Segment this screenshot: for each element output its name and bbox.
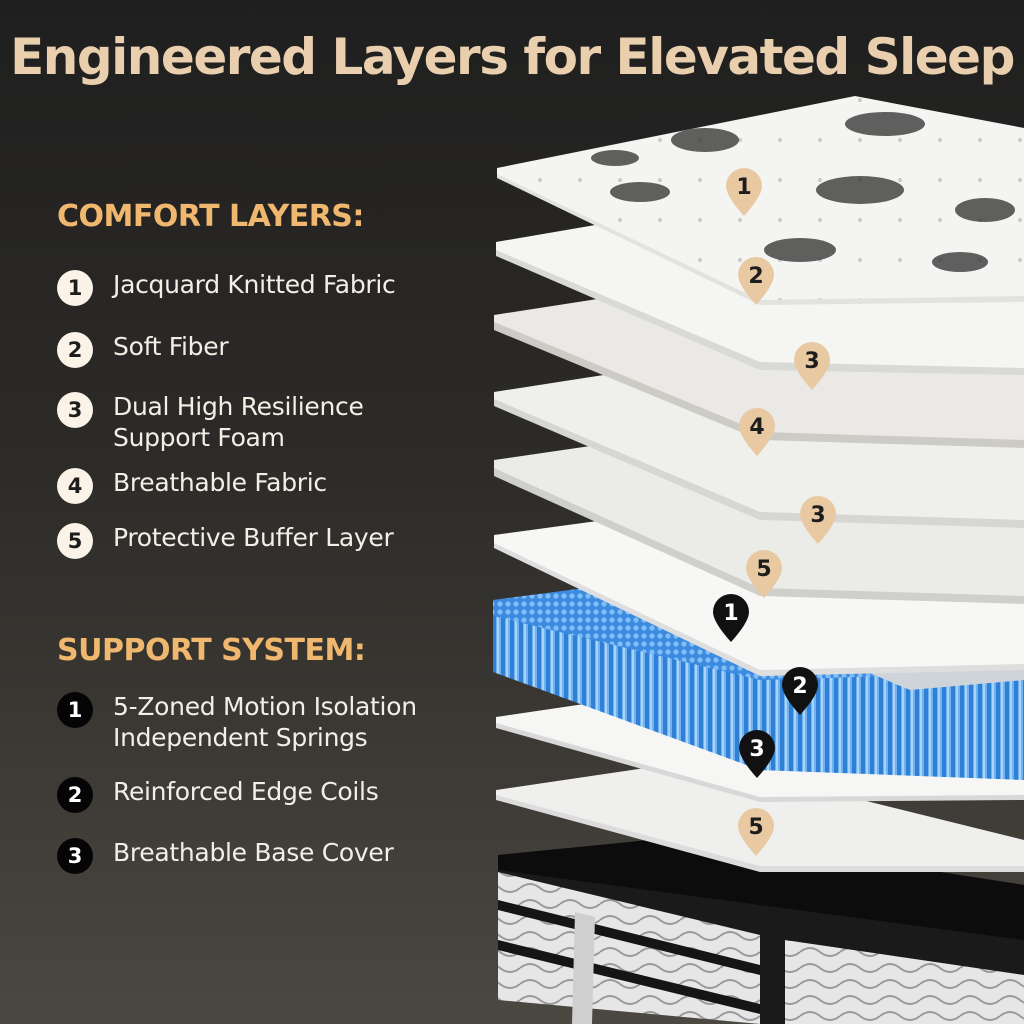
- layer-pin-8: 2: [782, 667, 818, 715]
- number-badge: 5: [57, 523, 93, 559]
- comfort-layers-heading: COMFORT LAYERS:: [57, 199, 364, 234]
- mattress-base: [498, 835, 1024, 1024]
- layer-pin-label: 3: [749, 737, 764, 762]
- comfort-item-label: Dual High Resilience Support Foam: [113, 392, 364, 452]
- layer-pin-2: 2: [738, 257, 774, 305]
- comfort-item-label: Protective Buffer Layer: [113, 523, 394, 552]
- layer-jacquard-fabric: [497, 96, 1024, 305]
- map-pin-icon: [738, 808, 774, 856]
- map-pin-icon: [739, 408, 775, 456]
- layer-pin-label: 1: [736, 175, 751, 200]
- support-item-2: 2 Reinforced Edge Coils: [57, 776, 379, 813]
- page-title: Engineered Layers for Elevated Sleep: [10, 28, 1015, 86]
- layer-pin-label: 2: [792, 674, 807, 699]
- map-pin-icon: [794, 342, 830, 390]
- layer-pin-9: 3: [739, 730, 775, 778]
- layer-pin-label: 1: [723, 601, 738, 626]
- support-item-3: 3 Breathable Base Cover: [57, 837, 394, 874]
- support-item-label: 5-Zoned Motion Isolation Independent Spr…: [113, 692, 417, 752]
- layer-pin-1: 1: [726, 168, 762, 216]
- map-pin-icon: [782, 667, 818, 715]
- number-badge: 2: [57, 332, 93, 368]
- layer-pin-label: 5: [756, 557, 771, 582]
- layer-pin-6: 5: [746, 550, 782, 598]
- comfort-item-3: 3 Dual High Resilience Support Foam: [57, 391, 364, 453]
- comfort-item-label: Breathable Fabric: [113, 468, 327, 497]
- layer-pin-5: 3: [800, 496, 836, 544]
- layer-pin-label: 4: [749, 415, 764, 440]
- layer-pin-4: 4: [739, 408, 775, 456]
- comfort-item-label: Jacquard Knitted Fabric: [113, 270, 396, 299]
- support-item-label: Reinforced Edge Coils: [113, 777, 379, 806]
- comfort-item-1: 1 Jacquard Knitted Fabric: [57, 269, 396, 306]
- comfort-item-label: Soft Fiber: [113, 332, 229, 361]
- number-badge: 1: [57, 692, 93, 728]
- layer-pin-label: 5: [748, 815, 763, 840]
- layer-pin-7: 1: [713, 594, 749, 642]
- map-pin-icon: [738, 257, 774, 305]
- number-badge: 3: [57, 838, 93, 874]
- number-badge: 1: [57, 270, 93, 306]
- support-item-1: 1 5-Zoned Motion Isolation Independent S…: [57, 691, 417, 753]
- layer-pin-label: 2: [748, 264, 763, 289]
- layer-pin-10: 5: [738, 808, 774, 856]
- number-badge: 2: [57, 777, 93, 813]
- layer-pin-label: 3: [810, 503, 825, 528]
- layer-pin-3: 3: [794, 342, 830, 390]
- support-system-heading: SUPPORT SYSTEM:: [57, 633, 366, 668]
- comfort-item-2: 2 Soft Fiber: [57, 331, 229, 368]
- number-badge: 4: [57, 468, 93, 504]
- comfort-item-5: 5 Protective Buffer Layer: [57, 522, 394, 559]
- map-pin-icon: [726, 168, 762, 216]
- map-pin-icon: [713, 594, 749, 642]
- layer-pin-label: 3: [804, 349, 819, 374]
- comfort-item-4: 4 Breathable Fabric: [57, 467, 327, 504]
- map-pin-icon: [739, 730, 775, 778]
- map-pin-icon: [800, 496, 836, 544]
- support-item-label: Breathable Base Cover: [113, 838, 394, 867]
- map-pin-icon: [746, 550, 782, 598]
- number-badge: 3: [57, 392, 93, 428]
